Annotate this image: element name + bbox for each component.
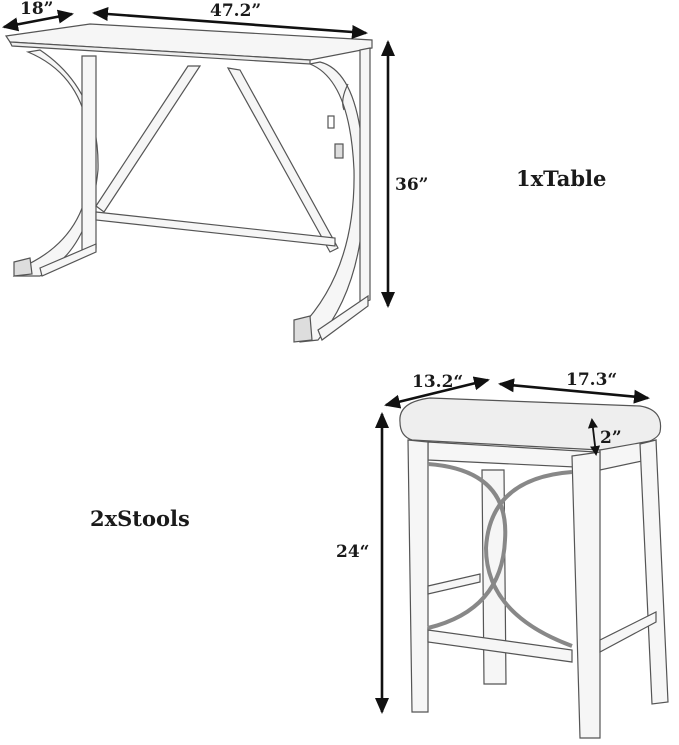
table-title: 1xTable <box>516 166 607 191</box>
table-height-label: 36” <box>395 175 429 195</box>
stool-depth-arrow <box>384 376 490 409</box>
stool-height-label: 24“ <box>336 542 370 562</box>
stool-cushion-arrow <box>587 418 601 456</box>
stools-title: 2xStools <box>90 506 190 531</box>
table-depth-arrow <box>2 9 74 32</box>
stool-width-arrow <box>498 378 650 404</box>
stool-cushion-label: 2” <box>600 428 622 448</box>
stool-width-label: 17.3“ <box>566 370 618 390</box>
table-depth-label: 18” <box>20 0 54 19</box>
table-width-arrow <box>92 7 368 39</box>
stool-drawing <box>399 397 669 739</box>
table-drawing <box>4 23 373 343</box>
stool-dimension-arrows <box>375 376 650 714</box>
stool-depth-label: 13.2“ <box>412 372 464 392</box>
table-dimension-arrows <box>2 7 395 308</box>
table-width-label: 47.2” <box>210 1 262 21</box>
